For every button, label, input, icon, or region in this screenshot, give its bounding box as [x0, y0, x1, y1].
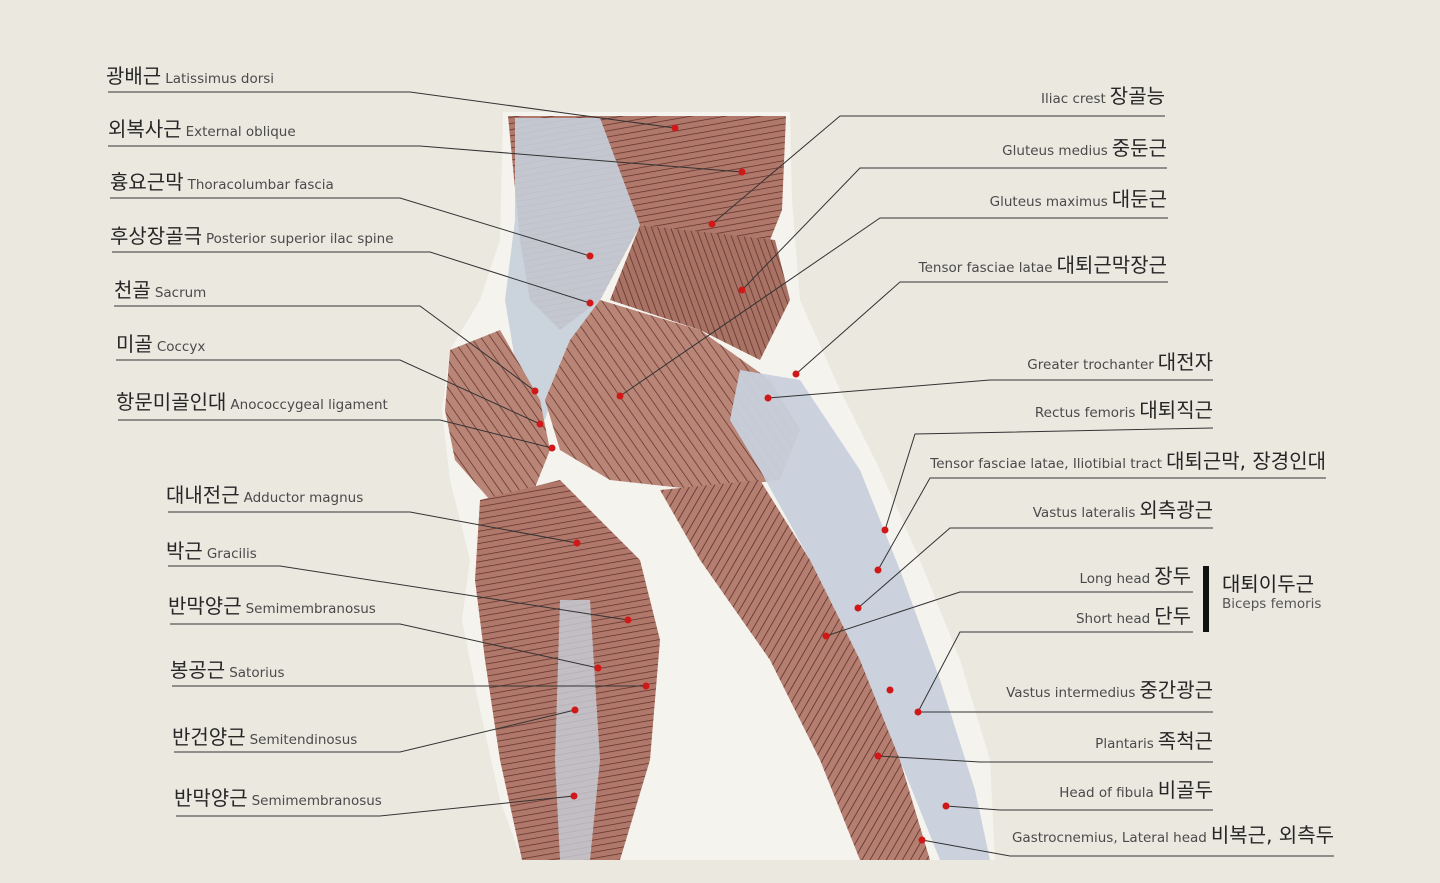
label-ko: 후상장골극 [110, 224, 202, 248]
label-en: Satorius [229, 665, 285, 681]
label-en: Greater trochanter [1027, 357, 1154, 373]
label-en: Short head [1075, 611, 1151, 627]
label-ko: 봉공근 [170, 658, 226, 682]
label-ko: 흉요근막 [110, 170, 184, 194]
label-en: Gastrocnemius, Lateral head [1011, 830, 1207, 846]
posterior-thigh-right [660, 480, 930, 860]
label-ko: 대퇴근막장근 [1056, 253, 1167, 277]
label-ko: 대둔근 [1111, 187, 1167, 211]
group-ko: 대퇴이두근 [1222, 572, 1314, 596]
label-ko: 박근 [166, 539, 203, 563]
label-ko: 천골 [114, 278, 151, 302]
label-en: Semimembranosus [245, 601, 376, 617]
label-ko: 족척근 [1157, 729, 1213, 753]
label-ko: 비골두 [1157, 778, 1213, 802]
label-en: Semimembranosus [251, 793, 382, 809]
label-en: Latissimus dorsi [165, 71, 275, 87]
label-en: Plantaris [1095, 736, 1154, 752]
label-ko: 장두 [1154, 564, 1191, 588]
label-ko: 광배근 [106, 64, 162, 88]
label-en: Vastus lateralis [1032, 505, 1136, 521]
label-en: Head of fibula [1059, 785, 1154, 801]
label-ko: 대전자 [1157, 350, 1213, 374]
biceps-femoris-bracket [1203, 566, 1209, 632]
label-ko: 대퇴근막, 장경인대 [1166, 449, 1326, 473]
label-en: Adductor magnus [243, 490, 364, 506]
thoracolumbar-fascia [505, 118, 640, 420]
group-en: Biceps femoris [1222, 596, 1322, 612]
left-buttock [445, 330, 550, 500]
label-ko: 단두 [1154, 604, 1191, 628]
label-en: Tensor fasciae latae [918, 260, 1053, 276]
left-leader-lines [108, 91, 743, 817]
label-ko: 반막양근 [168, 594, 242, 618]
marker-dots [531, 124, 950, 844]
right-leader-lines [619, 115, 1334, 857]
label-en: Semitendinosus [249, 732, 358, 748]
label-en: Iliac crest [1041, 91, 1106, 107]
label-en: Tensor fasciae latae, Iliotibial tract [930, 456, 1163, 472]
label-biceps-femoris-group: 대퇴이두근 Biceps femoris [1222, 574, 1321, 612]
label-en: Sacrum [154, 285, 207, 301]
label-ko: 외측광근 [1139, 498, 1213, 522]
label-en: Rectus femoris [1034, 405, 1136, 421]
label-ko: 외복사근 [108, 117, 182, 141]
label-en: Gracilis [206, 546, 257, 562]
label-ko: 항문미골인대 [116, 390, 227, 414]
label-ko: 장골능 [1109, 84, 1165, 108]
label-en: Gluteus maximus [989, 194, 1108, 210]
label-ko: 비복근, 외측두 [1210, 823, 1334, 847]
iliotibial-tract [730, 370, 990, 860]
label-en: Vastus intermedius [1006, 685, 1136, 701]
label-en: Gluteus medius [1002, 143, 1108, 159]
label-en: Anococcygeal ligament [230, 397, 388, 413]
label-ko: 미골 [116, 332, 153, 356]
label-en: Long head [1079, 571, 1151, 587]
label-ko: 중둔근 [1111, 136, 1167, 160]
label-en: External oblique [185, 124, 296, 140]
gluteus-maximus-region [545, 300, 800, 490]
gluteus-medius-region [610, 225, 790, 360]
label-ko: 대내전근 [166, 483, 240, 507]
label-en: Thoracolumbar fascia [187, 177, 334, 193]
label-en: Coccyx [156, 339, 206, 355]
label-ko: 대퇴직근 [1139, 398, 1213, 422]
label-ko: 반건양근 [172, 725, 246, 749]
label-ko: 중간광근 [1139, 678, 1213, 702]
semitendinosus-tendon [555, 600, 600, 860]
label-en: Posterior superior ilac spine [206, 231, 394, 247]
label-ko: 반막양근 [174, 786, 248, 810]
